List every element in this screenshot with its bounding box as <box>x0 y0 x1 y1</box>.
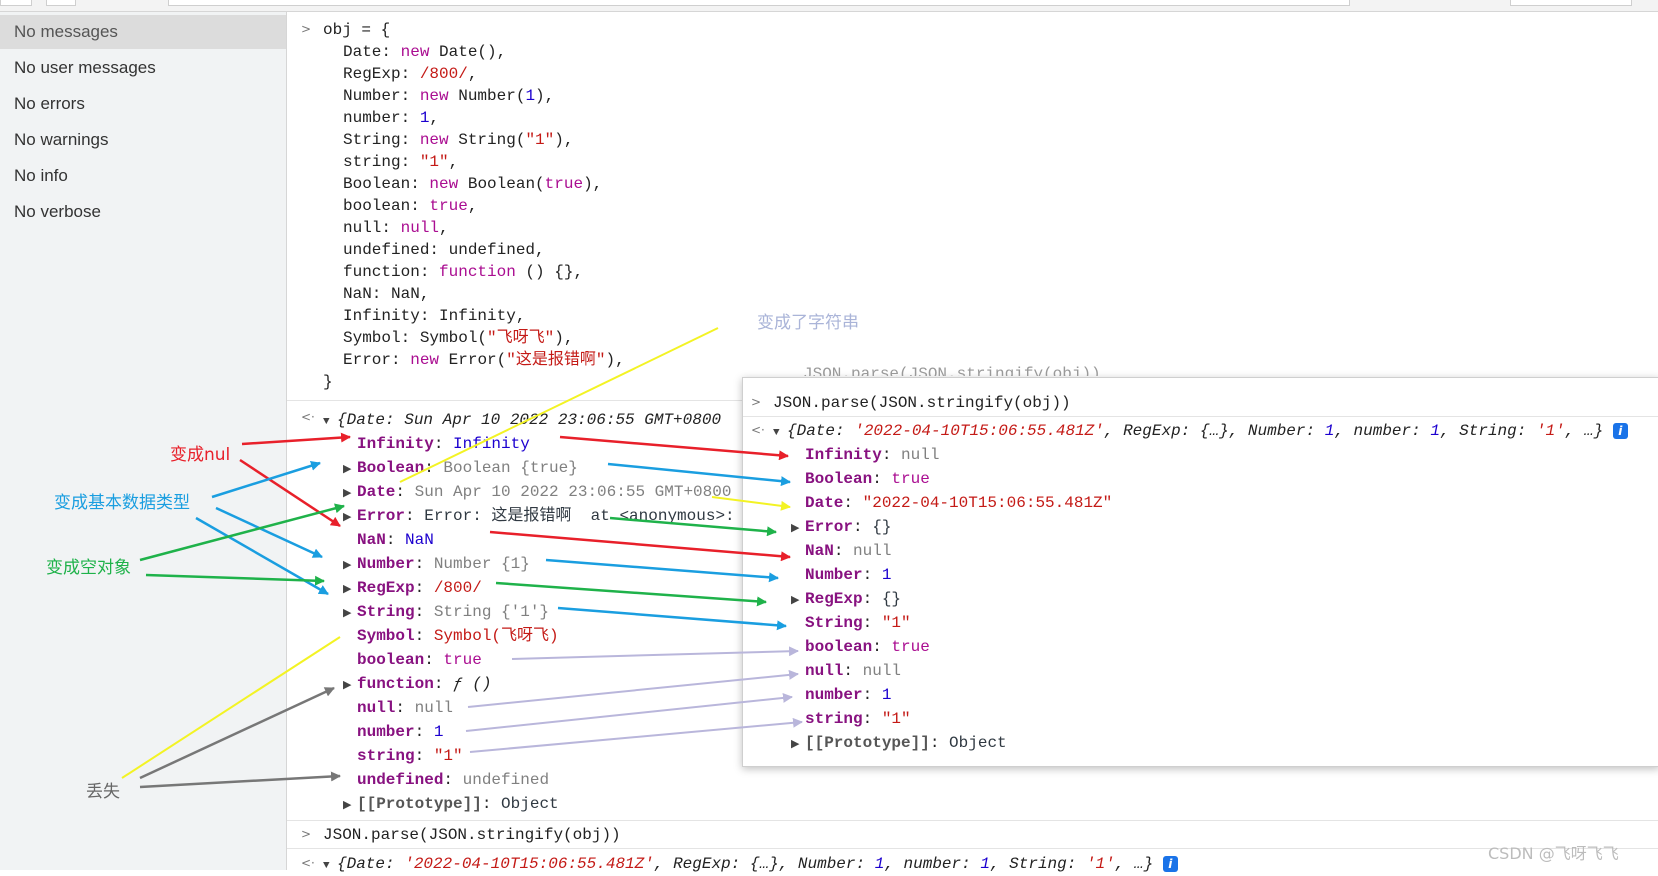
console-panel: > obj = { Date: new Date(), RegExp: /800… <box>287 12 1658 873</box>
code-line: obj = { <box>323 21 391 39</box>
object-property[interactable]: boolean: true <box>805 638 930 656</box>
toolbar-control[interactable] <box>0 0 32 6</box>
object-property[interactable]: Symbol: Symbol(飞呀飞) <box>357 627 559 645</box>
code-line: number: 1, <box>343 109 440 127</box>
message-divider <box>743 416 1658 417</box>
object-property[interactable]: Infinity: Infinity <box>357 435 530 453</box>
object-property[interactable]: Number: 1 <box>805 566 892 584</box>
input-prompt-icon: > <box>301 22 312 36</box>
code-line: Error: new Error("这是报错啊"), <box>343 351 625 369</box>
object-property[interactable]: ▶[[Prototype]]: Object <box>343 795 559 813</box>
code-line: function: function () {}, <box>343 263 584 281</box>
code-line: Infinity: Infinity, <box>343 307 526 325</box>
info-icon[interactable]: i <box>1612 422 1628 439</box>
input-prompt-icon: > <box>301 827 312 841</box>
code-line: Symbol: Symbol("飞呀飞"), <box>343 329 574 347</box>
message-divider <box>287 848 1658 849</box>
code-line: NaN: NaN, <box>343 285 430 303</box>
object-property[interactable]: null: null <box>357 699 454 717</box>
code-line: } <box>323 373 333 391</box>
code-line: Number: new Number(1), <box>343 87 555 105</box>
object-property[interactable]: number: 1 <box>357 723 444 741</box>
object-property[interactable]: null: null <box>805 662 902 680</box>
devtools-toolbar <box>0 0 1658 12</box>
object-property[interactable]: ▶Boolean: Boolean {true} <box>343 459 578 477</box>
object-property[interactable]: ▶[[Prototype]]: Object <box>791 734 1007 752</box>
object-property[interactable]: NaN: null <box>805 542 892 560</box>
object-summary[interactable]: ▼{Date: '2022-04-10T15:06:55.481Z', RegE… <box>323 854 1178 876</box>
sidebar-item-verbose[interactable]: No verbose <box>14 202 101 221</box>
code-line: string: "1", <box>343 153 459 171</box>
object-property[interactable]: ▶RegExp: /800/ <box>343 579 482 597</box>
object-property[interactable]: ▶String: String {'1'} <box>343 603 550 621</box>
object-property[interactable]: string: "1" <box>805 710 911 728</box>
code-line: Date: new Date(), <box>343 43 507 61</box>
object-property[interactable]: Date: "2022-04-10T15:06:55.481Z" <box>805 494 1113 512</box>
code-line: String: new String("1"), <box>343 131 574 149</box>
input-prompt-icon: > <box>751 395 762 409</box>
object-property[interactable]: ▶Number: Number {1} <box>343 555 530 573</box>
object-property[interactable]: NaN: NaN <box>357 531 434 549</box>
sidebar-item-user-messages[interactable]: No user messages <box>14 58 156 77</box>
annotation-to-null: 变成nul <box>170 445 231 465</box>
object-property[interactable]: ▶Error: {} <box>791 518 892 536</box>
object-property[interactable]: boolean: true <box>357 651 482 669</box>
object-property[interactable]: ▶Error: Error: 这是报错啊 at <anonymous>: <box>343 507 735 525</box>
levels-dropdown[interactable] <box>1510 0 1632 6</box>
object-property[interactable]: Boolean: true <box>805 470 930 488</box>
object-property[interactable]: undefined: undefined <box>357 771 550 789</box>
output-prompt-icon: <· <box>301 856 315 870</box>
truncated-line: JSON.parse(JSON.stringify(obj)) <box>803 365 1101 376</box>
object-property[interactable]: string: "1" <box>357 747 463 765</box>
code-line: RegExp: /800/, <box>343 65 478 83</box>
object-property[interactable]: ▶RegExp: {} <box>791 590 902 608</box>
object-property[interactable]: ▶Date: Sun Apr 10 2022 23:06:55 GMT+0800 <box>343 483 732 501</box>
code-line: Boolean: new Boolean(true), <box>343 175 603 193</box>
object-summary[interactable]: ▼{Date: Sun Apr 10 2022 23:06:55 GMT+080… <box>323 411 722 429</box>
code-line: JSON.parse(JSON.stringify(obj)) <box>773 394 1071 412</box>
watermark: CSDN @飞呀飞飞 <box>1488 844 1619 863</box>
object-property[interactable]: String: "1" <box>805 614 911 632</box>
object-property[interactable]: ▶function: ƒ () <box>343 675 492 693</box>
annotation-to-primitive: 变成基本数据类型 <box>54 493 190 513</box>
annotation-to-empty-object: 变成空对象 <box>46 558 131 578</box>
annotation-to-string: 变成了字符串 <box>757 313 859 333</box>
code-line: boolean: true, <box>343 197 478 215</box>
object-property[interactable]: number: 1 <box>805 686 892 704</box>
info-icon[interactable]: i <box>1162 855 1178 872</box>
object-property[interactable]: Infinity: null <box>805 446 940 464</box>
code-line: JSON.parse(JSON.stringify(obj)) <box>323 826 621 844</box>
toolbar-control[interactable] <box>46 0 76 6</box>
annotation-lost: 丢失 <box>86 782 120 802</box>
code-line: undefined: undefined, <box>343 241 545 259</box>
filter-input[interactable] <box>168 0 1350 6</box>
console-sidebar: No messages No user messages No errors N… <box>0 12 287 870</box>
sidebar-item-messages[interactable]: No messages <box>0 15 286 49</box>
overlay-console-screenshot: JSON.parse(JSON.stringify(obj)) > JSON.p… <box>742 365 1658 767</box>
sidebar-item-warnings[interactable]: No warnings <box>14 130 109 149</box>
output-prompt-icon: <· <box>751 423 765 437</box>
object-summary[interactable]: ▼{Date: '2022-04-10T15:06:55.481Z', RegE… <box>773 421 1628 443</box>
sidebar-item-info[interactable]: No info <box>14 166 68 185</box>
output-prompt-icon: <· <box>301 410 315 424</box>
message-divider <box>287 820 1658 821</box>
code-line: null: null, <box>343 219 449 237</box>
sidebar-item-errors[interactable]: No errors <box>14 94 85 113</box>
